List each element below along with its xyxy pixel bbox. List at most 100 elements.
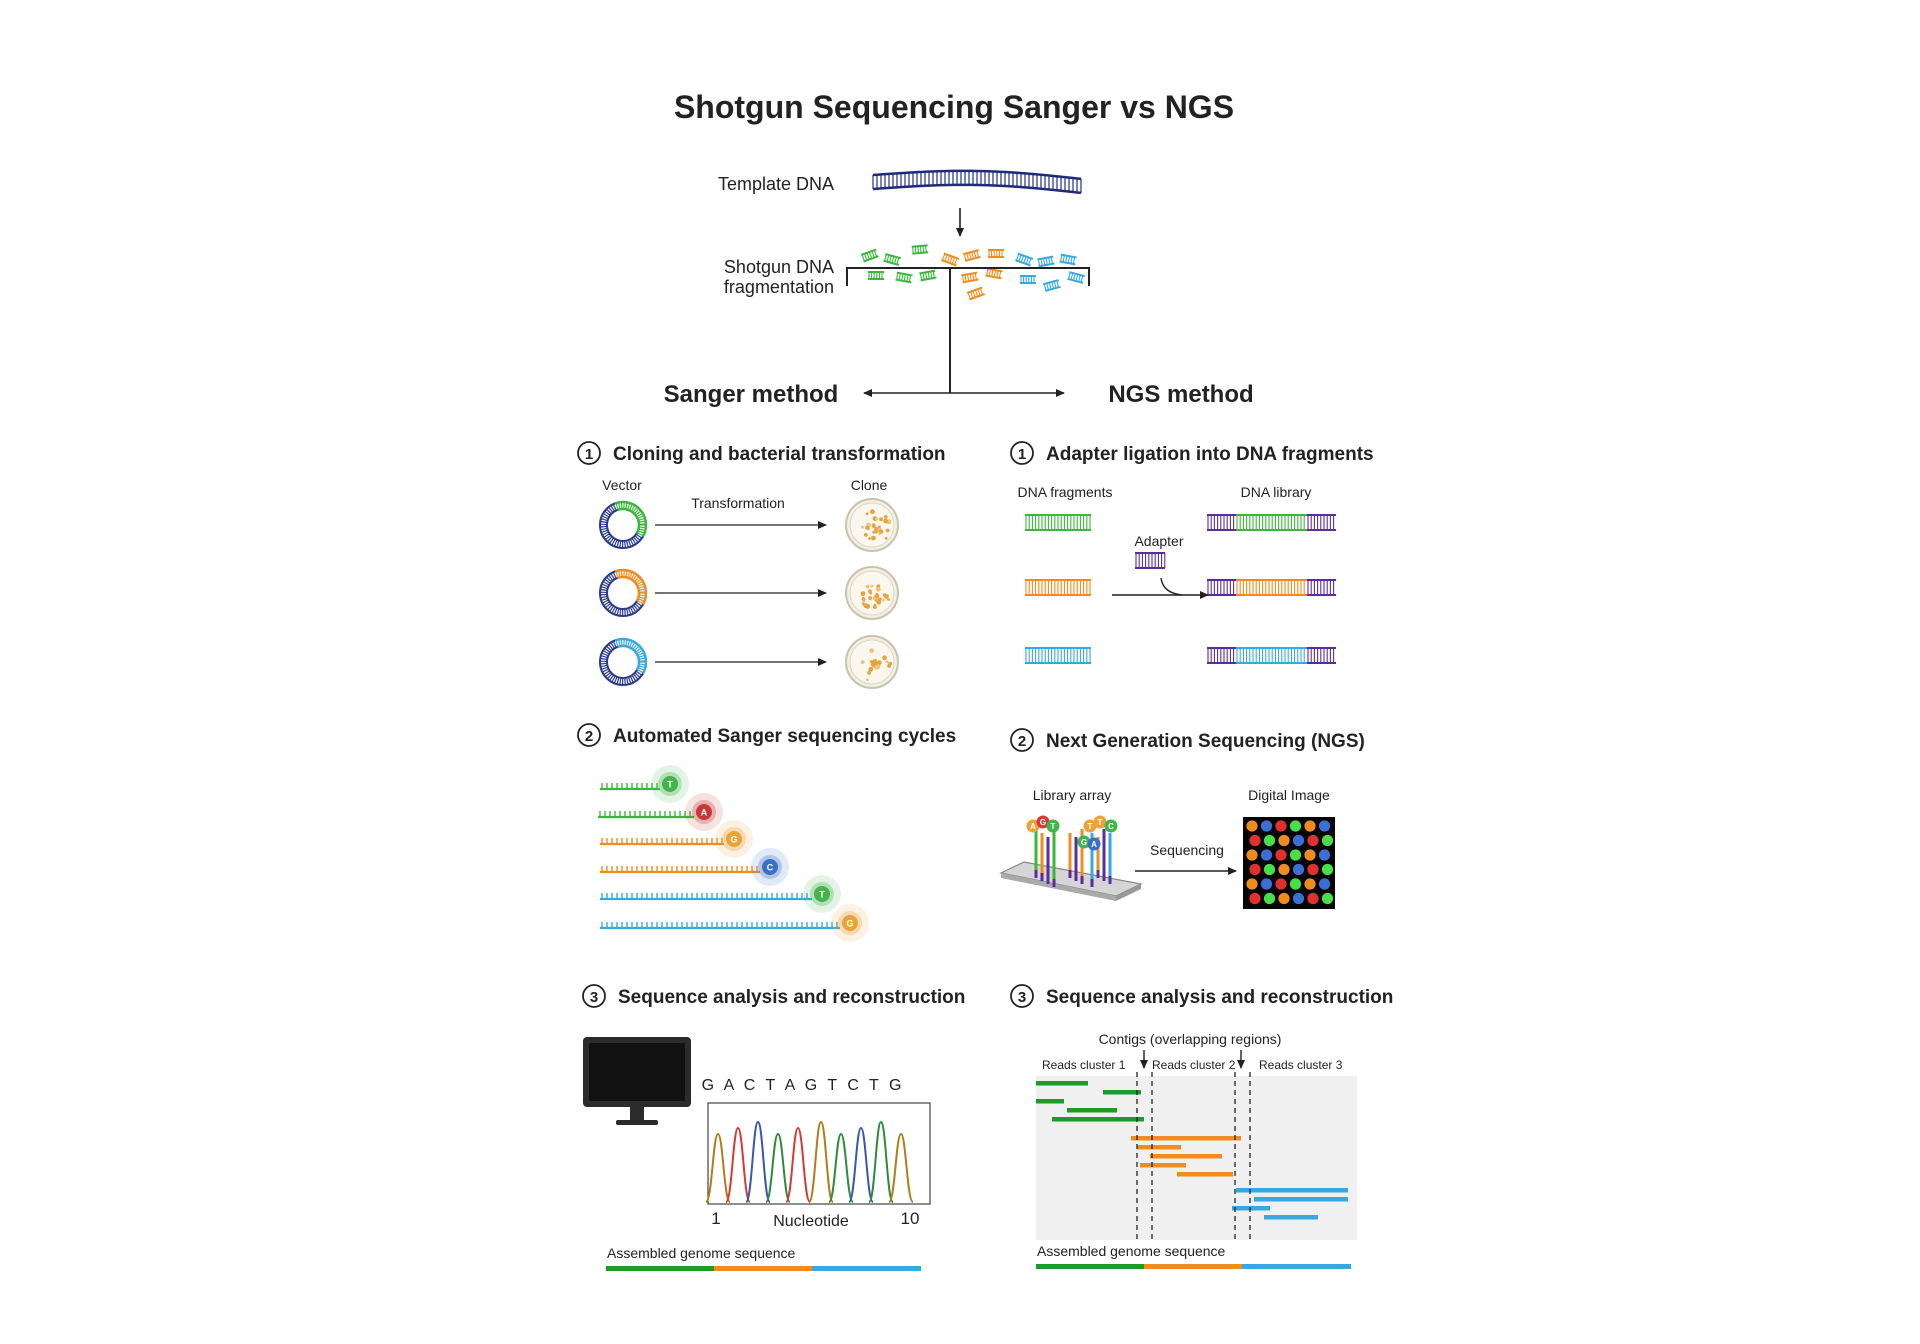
sanger-step1-number: 1 [585,446,593,463]
dna-fragment [1059,253,1077,266]
sequencing-read [1137,1145,1181,1150]
digital-spot [1304,878,1316,890]
template-dna-helix [872,169,1082,195]
adapter-left [1207,647,1236,664]
ngs-step2-number: 2 [1018,733,1026,750]
base-bead-letter: A [1030,822,1036,831]
sanger-assembled-label: Assembled genome sequence [607,1245,796,1261]
digital-spot [1289,820,1302,832]
sanger-step2-number: 2 [585,728,593,745]
adapter-right [1307,579,1336,596]
sanger-step3-title: Sequence analysis and reconstruction [618,987,965,1008]
reads-cluster-3-label: Reads cluster 3 [1259,1058,1343,1072]
dna-fragment [961,271,979,284]
adapter-right [1307,514,1336,531]
digital-spot [1318,849,1331,861]
dna-fragment [941,252,960,267]
sanger-strand: G [600,904,869,942]
sanger-method-heading: Sanger method [664,381,839,408]
chromatogram-axis-end: 10 [901,1209,920,1228]
transformation-label: Transformation [691,495,785,511]
ngs-step3-number-circle [1010,984,1034,1008]
chromatogram-peaks [705,1120,914,1203]
sequencing-read [1254,1197,1348,1202]
digital-spot [1260,820,1273,832]
sanger-strand: G [600,820,753,858]
chromatogram-peak [808,1120,834,1203]
plasmid-row [599,566,899,620]
digital-spot [1246,878,1258,890]
base-bead [1077,835,1091,849]
sequencing-read [1232,1206,1270,1211]
digital-spot [1292,834,1305,847]
ngs-assembled-bar [1036,1264,1351,1269]
digital-image-label: Digital Image [1248,787,1330,803]
dna-library-insert [1236,647,1307,664]
sequencing-read [1036,1099,1064,1104]
dna-fragment-unligated [1025,647,1091,664]
sequencing-read [1140,1163,1186,1168]
digital-spot [1263,834,1276,847]
dna-fragment-unligated [1025,514,1091,531]
sanger-step3-number: 3 [590,989,598,1006]
fragmentation-bracket [846,267,1090,286]
digital-spot [1318,820,1331,832]
base-bead-letter: G [1081,838,1087,847]
sanger-step1-number-circle [577,441,601,465]
chromatogram-peak [725,1126,751,1203]
chromatogram-axis-label: Nucleotide [773,1213,849,1230]
digital-spot [1321,834,1334,847]
sanger-strand: T [600,765,689,803]
adapter-left [1207,579,1236,596]
ngs-step3-number: 3 [1018,989,1026,1006]
fragmentation-label-line2: fragmentation [724,277,834,297]
sanger-strand: A [598,793,723,831]
base-marker [814,886,830,902]
plasmid-rows [599,498,899,689]
digital-spot [1246,820,1258,832]
dna-fragment [1015,252,1034,267]
sequencing-label: Sequencing [1150,842,1224,858]
plasmid-row [599,498,899,552]
adapter-ligation-graphic [1025,514,1336,664]
base-letter: C [767,863,774,873]
sanger-step1-title: Cloning and bacterial transformation [613,444,946,465]
ngs-step2-number-circle [1010,728,1034,752]
reads-cluster-2-label: Reads cluster 2 [1152,1058,1236,1072]
base-letter: G [846,919,853,929]
sanger-step2-title: Automated Sanger sequencing cycles [613,726,956,747]
plasmid-row [599,635,899,689]
dna-library-label: DNA library [1241,484,1312,500]
base-bead [1026,819,1040,833]
dna-fragment [860,248,879,263]
contigs-label: Contigs (overlapping regions) [1099,1031,1282,1047]
base-bead-letter: T [1088,822,1093,831]
digital-spot [1292,863,1305,876]
base-bead [1036,815,1050,829]
base-letter: A [701,808,708,818]
base-bead-letter: G [1040,818,1046,827]
chromatogram-peak [705,1132,731,1203]
vector-label: Vector [602,477,642,493]
dna-fragment [962,249,981,262]
digital-spot [1278,834,1290,847]
ngs-step1-number: 1 [1018,446,1026,463]
sequencing-read [1103,1090,1141,1095]
dna-fragment [1042,279,1061,292]
adapter-right [1307,647,1336,664]
digital-spot [1318,878,1331,890]
digital-spot [1260,878,1273,890]
digital-spot [1304,849,1316,861]
template-dna-label: Template DNA [718,174,834,194]
dna-library-insert [1236,579,1307,596]
base-marker [662,776,678,792]
monitor-icon [583,1037,691,1125]
clone-label: Clone [851,477,888,493]
fragmentation-label-line1: Shotgun DNA [724,257,834,277]
sequencing-read [1131,1136,1241,1141]
sanger-strand: T [600,875,841,913]
digital-spot [1249,834,1261,847]
base-bead [1104,819,1118,833]
